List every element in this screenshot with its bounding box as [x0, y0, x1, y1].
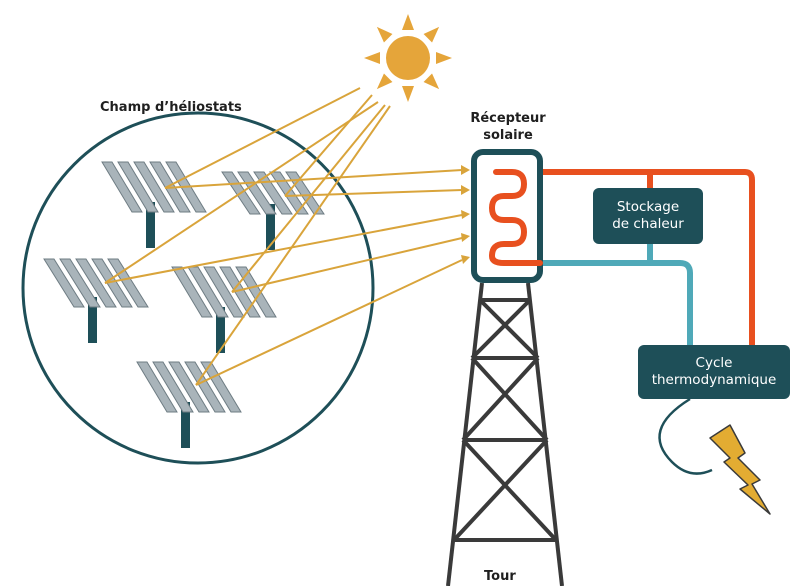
cycle-box — [638, 345, 790, 399]
heliostat — [43, 258, 149, 343]
tower-label: Tour — [484, 569, 516, 584]
cold-fluid-line — [495, 239, 693, 348]
lightning-icon — [709, 424, 771, 515]
cycle-label: Cycle thermodynamique — [638, 355, 790, 389]
heliostat-field-label: Champ d’héliostats — [100, 100, 242, 115]
storage-label-line1: Stockage — [616, 199, 680, 215]
ray-arrowheads — [461, 165, 470, 264]
receiver-label-line2: solaire — [483, 128, 533, 143]
storage-label-line2: de chaleur — [612, 216, 684, 232]
receiver-label-line1: Récepteur — [470, 111, 546, 126]
heliostat — [136, 361, 242, 448]
cycle-label-line1: Cycle — [695, 355, 733, 371]
storage-label: Stockage de chaleur — [593, 199, 703, 233]
cycle-label-line2: thermodynamique — [651, 372, 777, 388]
electricity-connector — [658, 397, 713, 475]
receiver-coil — [488, 169, 543, 266]
reflected-rays — [104, 169, 463, 386]
heliostat-field-circle — [21, 111, 375, 465]
sun-icon — [364, 14, 452, 102]
receiver-label: Récepteur solaire — [463, 110, 553, 144]
tower — [446, 282, 564, 586]
storage-box — [593, 188, 703, 244]
heliostat — [171, 266, 277, 353]
incoming-rays — [104, 87, 391, 386]
